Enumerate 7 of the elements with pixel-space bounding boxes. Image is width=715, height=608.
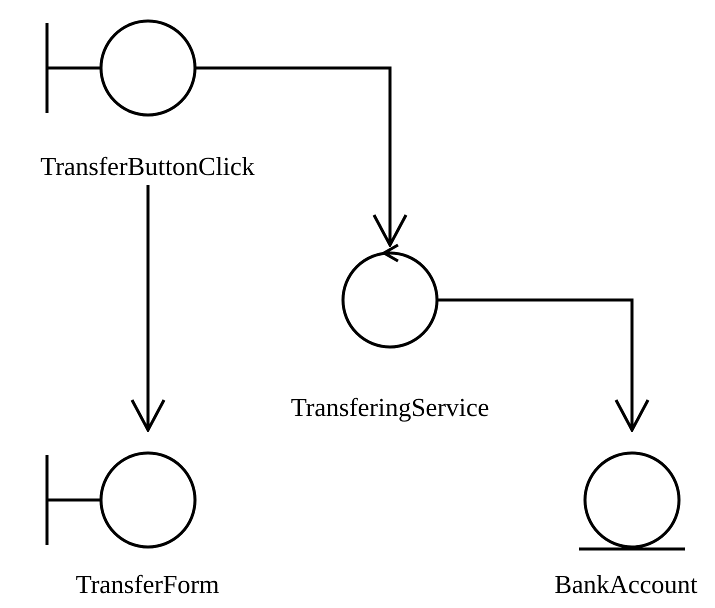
node-label: TransferForm: [74, 569, 220, 601]
arrow: [130, 185, 166, 432]
node-label: TransferingService: [290, 392, 490, 424]
node-label: TransferButtonClick: [39, 151, 256, 183]
node-label: BankAccount: [554, 569, 698, 601]
arrow: [195, 66, 408, 246]
arrow: [437, 298, 650, 432]
